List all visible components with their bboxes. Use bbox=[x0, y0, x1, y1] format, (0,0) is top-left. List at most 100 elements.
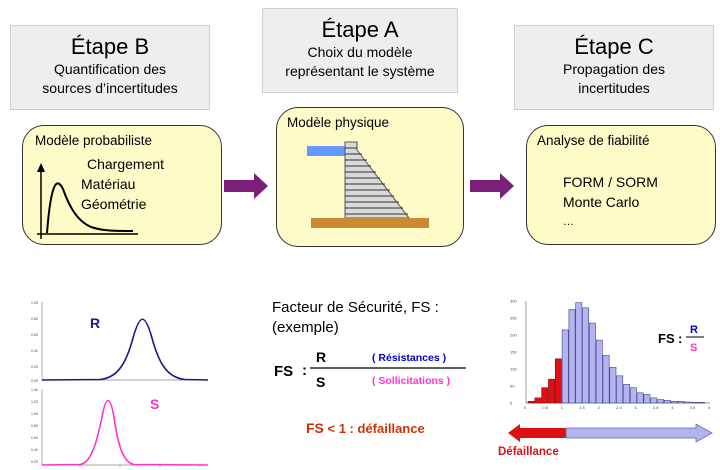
histogram-bar bbox=[650, 397, 658, 404]
y-tick-label: 50 bbox=[510, 384, 515, 389]
y-tick-label: 300 bbox=[510, 299, 517, 304]
histogram-bar bbox=[684, 401, 692, 404]
item-chargement: Chargement bbox=[87, 156, 165, 172]
x-tick-label: 0.5 bbox=[542, 405, 548, 410]
x-tick-label: 2.5 bbox=[616, 405, 622, 410]
histogram-bar bbox=[595, 339, 603, 404]
r-density-plot: 1.000.800.600.400.200.00 R bbox=[31, 301, 209, 383]
svg-text:0.00: 0.00 bbox=[31, 379, 38, 383]
hist-fs-label: FS bbox=[658, 331, 675, 346]
histogram-bar bbox=[602, 355, 610, 404]
x-tick-label: 3.5 bbox=[653, 405, 659, 410]
histogram-bar bbox=[534, 397, 542, 404]
y-tick-label: 100 bbox=[510, 367, 517, 372]
histogram-bar bbox=[561, 329, 569, 404]
histogram-bar bbox=[527, 401, 535, 404]
x-tick-label: 4.5 bbox=[690, 405, 696, 410]
svg-text:0.60: 0.60 bbox=[31, 333, 38, 337]
svg-text:0.80: 0.80 bbox=[31, 317, 38, 321]
histogram-bar bbox=[636, 392, 644, 404]
x-tick-label: 1.5 bbox=[579, 405, 585, 410]
fs-formula-label: FS bbox=[274, 363, 293, 380]
histogram-bar bbox=[575, 302, 583, 404]
step-c-subtitle-1: Propagation des bbox=[563, 61, 665, 77]
histogram-bar bbox=[616, 375, 624, 404]
fs-histogram: 300 250 200 150 100 50 0 0 0.5 1 1.5 2 2.5 3 3.5 4 4.5 5… bbox=[510, 299, 711, 411]
x-tick-label: 3 bbox=[634, 405, 637, 410]
histogram-bar bbox=[698, 402, 705, 404]
histogram-bar bbox=[541, 387, 549, 404]
hist-numerator: R bbox=[690, 324, 698, 336]
step-c-title: Étape C bbox=[574, 34, 654, 59]
histogram-bar bbox=[643, 394, 651, 404]
histogram-bar bbox=[677, 401, 685, 404]
arrow-b-to-a-icon bbox=[224, 173, 268, 199]
x-tick-label: 1 bbox=[561, 405, 564, 410]
svg-text:0.40: 0.40 bbox=[31, 448, 38, 452]
y-tick-label: 150 bbox=[510, 350, 517, 355]
hist-denominator: S bbox=[690, 342, 697, 354]
histogram-bar bbox=[623, 384, 630, 404]
dam-icon bbox=[307, 141, 429, 228]
step-b-subtitle-2: sources d’incertitudes bbox=[42, 80, 178, 96]
histogram-bar bbox=[589, 322, 596, 404]
s-curve-label: S bbox=[150, 396, 159, 412]
y-tick-label: 250 bbox=[510, 316, 517, 321]
step-b-title: Étape B bbox=[70, 34, 150, 59]
histogram-bar bbox=[548, 378, 555, 404]
histogram-bar bbox=[663, 399, 671, 404]
histogram-bar bbox=[609, 367, 617, 404]
r-curve-label: R bbox=[90, 315, 100, 331]
item-ellipsis: … bbox=[563, 216, 574, 228]
x-tick-label: 2 bbox=[598, 405, 601, 410]
svg-text::: : bbox=[302, 362, 307, 379]
x-tick-label: 0 bbox=[524, 405, 527, 410]
step-a-subtitle-1: Choix du modèle bbox=[307, 44, 413, 60]
pdf-sketch-icon bbox=[37, 163, 138, 239]
x-tick-label: 4 bbox=[671, 405, 674, 410]
factor-heading-2: (exemple) bbox=[272, 319, 339, 336]
step-c-header: Étape C Propagation des incertitudes bbox=[514, 25, 714, 110]
svg-text:0.60: 0.60 bbox=[31, 436, 38, 440]
step-b-subtitle-1: Quantification des bbox=[53, 61, 167, 77]
histogram-bar bbox=[670, 401, 678, 404]
histogram-bar bbox=[691, 402, 699, 404]
fs-denominator: S bbox=[316, 374, 325, 390]
x-tick-label: 5 bbox=[708, 405, 711, 410]
svg-text:0.80: 0.80 bbox=[31, 424, 38, 428]
y-tick-label: 0 bbox=[510, 401, 513, 406]
histogram-bar bbox=[568, 309, 576, 404]
y-tick-label: 200 bbox=[510, 333, 517, 338]
histogram-bar bbox=[554, 358, 562, 404]
item-geometrie: Géométrie bbox=[81, 196, 147, 212]
reliability-analysis-title: Analyse de fiabilité bbox=[537, 133, 650, 148]
step-a-title: Étape A bbox=[321, 17, 399, 42]
svg-text:1.40: 1.40 bbox=[31, 388, 38, 392]
physical-model-box: Modèle physique bbox=[276, 107, 464, 247]
step-a-header: Étape A Choix du modèle représentant le … bbox=[262, 8, 458, 93]
step-c-subtitle-2: incertitudes bbox=[578, 80, 650, 96]
s-density-plot: 1.40 1.20 1.00 0.80 0.60 0.40 0.20 S bbox=[31, 388, 209, 467]
svg-text:1.00: 1.00 bbox=[31, 412, 38, 416]
fs-formula: FS : R S ( Résistances ) ( Sollicitation… bbox=[274, 349, 466, 390]
step-b-header: Étape B Quantification des sources d’inc… bbox=[10, 25, 210, 110]
svg-text::: : bbox=[678, 331, 682, 346]
fs-denominator-desc: ( Sollicitations ) bbox=[372, 375, 450, 387]
step-a-subtitle-2: représentant le système bbox=[285, 63, 435, 79]
probabilistic-model-box: Modèle probabiliste Chargement Matériau … bbox=[22, 125, 222, 245]
factor-heading-1: Facteur de Sécurité, FS : bbox=[272, 299, 439, 316]
reliability-analysis-box: Analyse de fiabilité FORM / SORM Monte C… bbox=[526, 125, 716, 245]
svg-text:0.40: 0.40 bbox=[31, 349, 38, 353]
failure-rule: FS < 1 : défaillance bbox=[306, 420, 425, 436]
failure-arrow-icon bbox=[508, 423, 713, 443]
failure-label: Défaillance bbox=[498, 446, 559, 458]
svg-text:0.20: 0.20 bbox=[31, 460, 38, 464]
physical-model-title: Modèle physique bbox=[287, 115, 390, 130]
svg-text:1.20: 1.20 bbox=[31, 400, 38, 404]
probabilistic-model-title: Modèle probabiliste bbox=[35, 133, 153, 148]
histogram-bar bbox=[582, 307, 590, 404]
item-monte-carlo: Monte Carlo bbox=[563, 194, 640, 210]
fs-numerator-desc: ( Résistances ) bbox=[372, 352, 446, 364]
fs-numerator: R bbox=[316, 349, 326, 365]
histogram-bar bbox=[657, 399, 664, 404]
